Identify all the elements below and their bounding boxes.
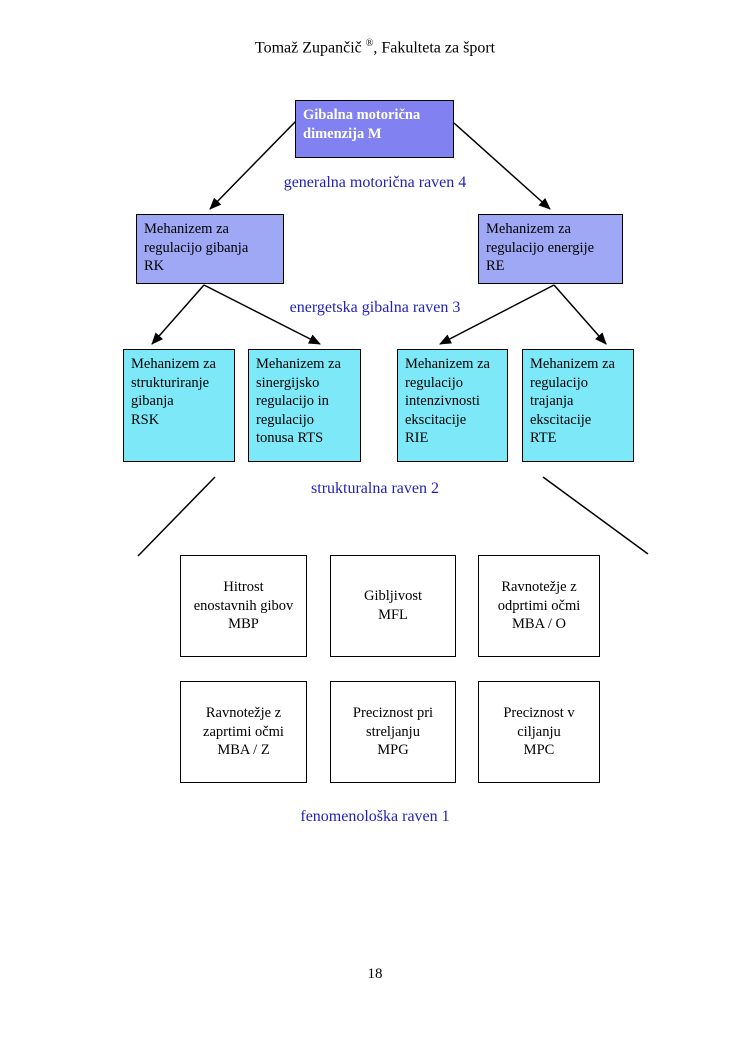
box-mpc-label: Preciznost v ciljanju MPC <box>503 705 575 759</box>
box-mehanizem-rte-label: Mehanizem za regulacijo trajanja ekscita… <box>530 356 615 447</box>
box-mpg-label: Preciznost pri streljanju MPG <box>352 705 434 759</box>
box-mehanizem-rsk-label: Mehanizem za strukturiranje gibanja RSK <box>131 356 216 428</box>
box-mehanizem-rsk: Mehanizem za strukturiranje gibanja RSK <box>123 349 235 462</box>
level-label-raven-3: energetska gibalna raven 3 <box>289 299 461 316</box>
header-author: Tomaž Zupančič <box>254 39 366 57</box>
box-mbp: Hitrost enostavnih gibov MBP <box>180 555 307 657</box>
level-label-raven-1: fenomenološka raven 1 <box>300 808 450 825</box>
box-mpg: Preciznost pri streljanju MPG <box>330 681 456 783</box>
box-mehanizem-rk: Mehanizem za regulacijo gibanja RK <box>136 214 284 284</box>
page-header: Tomaž Zupančič ®, Fakulteta za šport <box>0 38 750 57</box>
box-mehanizem-re: Mehanizem za regulacijo energije RE <box>478 214 623 284</box>
box-mbp-label: Hitrost enostavnih gibov MBP <box>193 579 294 633</box>
box-mehanizem-rte: Mehanizem za regulacijo trajanja ekscita… <box>522 349 634 462</box>
box-mehanizem-rk-label: Mehanizem za regulacijo gibanja RK <box>144 221 249 275</box>
box-mba-o: Ravnotežje z odprtimi očmi MBA / O <box>478 555 600 657</box>
box-mba-o-label: Ravnotežje z odprtimi očmi MBA / O <box>497 579 581 633</box>
header-affiliation: , Fakulteta za šport <box>373 39 496 57</box>
box-mfl: Gibljivost MFL <box>330 555 456 657</box>
box-mehanizem-rts: Mehanizem za sinergijsko regulacijo in r… <box>248 349 361 462</box>
box-mba-z-label: Ravnotežje z zaprtimi očmi MBA / Z <box>203 705 284 759</box>
level-label-raven-2: strukturalna raven 2 <box>311 480 439 497</box>
level-label-raven-4: generalna motorična raven 4 <box>283 174 467 191</box>
box-mehanizem-rts-label: Mehanizem za sinergijsko regulacijo in r… <box>256 356 341 447</box>
root-box-gibalna-motoricna-dimenzija: Gibalna motorična dimenzija M <box>295 100 454 158</box>
root-box-label: Gibalna motorična dimenzija M <box>303 107 421 142</box>
box-mehanizem-rie-label: Mehanizem za regulacijo intenzivnosti ek… <box>405 356 490 447</box>
box-mpc: Preciznost v ciljanju MPC <box>478 681 600 783</box>
box-mfl-label: Gibljivost MFL <box>363 588 422 623</box>
box-mba-z: Ravnotežje z zaprtimi očmi MBA / Z <box>180 681 307 783</box>
page-number: 18 <box>367 966 383 982</box>
box-mehanizem-re-label: Mehanizem za regulacijo energije RE <box>486 221 595 275</box>
registered-trademark-symbol: ® <box>365 38 374 49</box>
box-mehanizem-rie: Mehanizem za regulacijo intenzivnosti ek… <box>397 349 508 462</box>
